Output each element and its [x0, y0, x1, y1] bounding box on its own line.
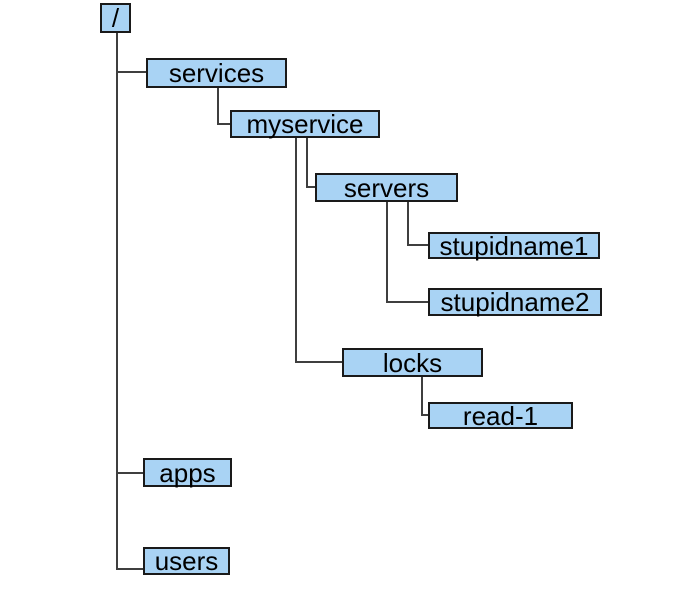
tree-node-locks: locks	[342, 348, 483, 377]
edge-root-users-horizontal	[116, 568, 143, 570]
edge-services-myservice-horizontal	[217, 123, 230, 125]
edge-locks-read1-vertical	[421, 377, 423, 416]
edge-servers-stupidname2-horizontal	[386, 301, 429, 303]
tree-node-read1: read-1	[428, 402, 573, 429]
tree-node-apps: apps	[143, 458, 232, 487]
edge-root-trunk-vertical	[116, 33, 118, 570]
edge-myservice-servers-horizontal	[306, 186, 316, 188]
tree-node-servers: servers	[315, 173, 458, 202]
edge-root-apps-horizontal	[116, 472, 143, 474]
edge-servers-stupidname2-vertical	[386, 202, 388, 303]
edge-root-services-horizontal	[116, 71, 146, 73]
tree-node-myservice: myservice	[230, 110, 380, 138]
edge-myservice-trunk-vertical-left	[295, 138, 297, 363]
edge-myservice-locks-horizontal	[295, 361, 343, 363]
edge-servers-stupidname1-horizontal	[407, 244, 429, 246]
tree-node-root: /	[100, 3, 131, 33]
tree-node-services: services	[146, 58, 287, 88]
tree-node-stupidname2: stupidname2	[428, 288, 602, 316]
edge-locks-read1-horizontal	[421, 414, 429, 416]
edge-myservice-trunk-vertical-right	[306, 138, 308, 188]
tree-node-stupidname1: stupidname1	[428, 232, 600, 259]
edge-services-myservice-vertical	[217, 88, 219, 125]
tree-node-users: users	[143, 547, 230, 575]
edge-servers-stupidname1-vertical	[407, 202, 409, 246]
